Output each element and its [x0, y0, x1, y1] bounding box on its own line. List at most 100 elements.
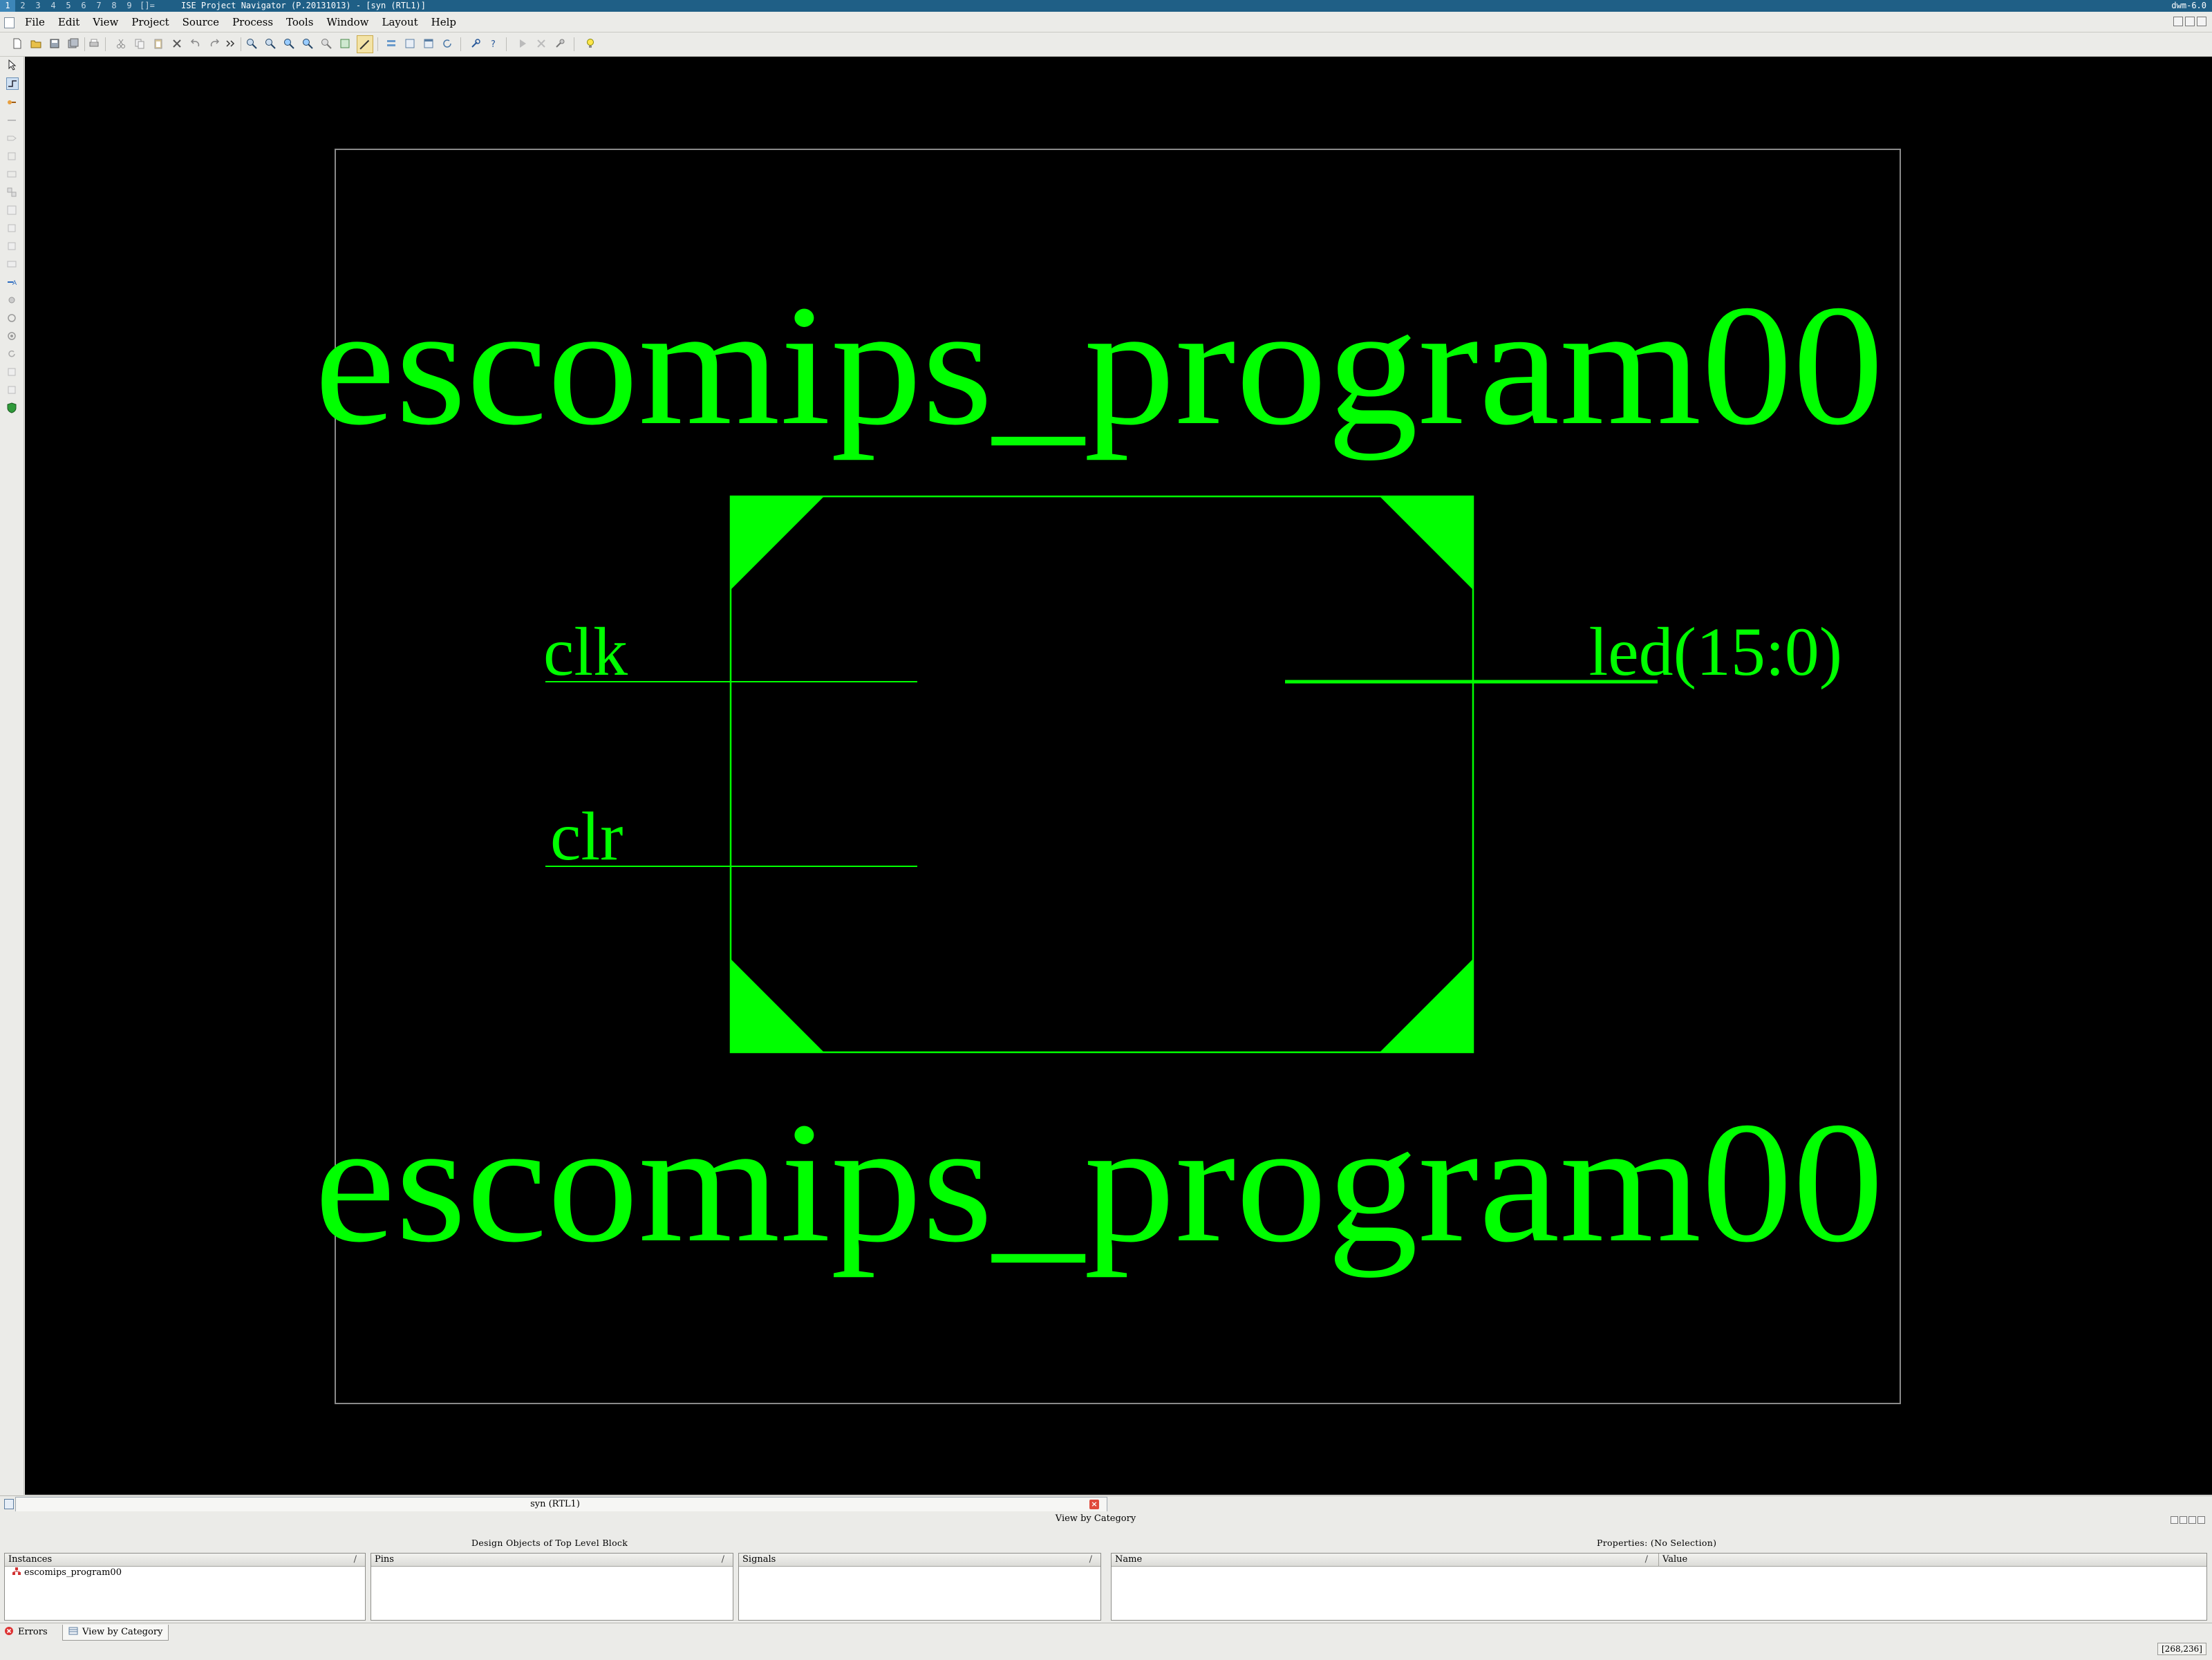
hierarchy-icon[interactable] — [386, 38, 397, 49]
redo-icon[interactable] — [209, 38, 220, 49]
copy-icon[interactable] — [134, 38, 145, 49]
corner-marker-bottom-right — [1380, 959, 1473, 1052]
open-folder-icon[interactable] — [30, 38, 41, 49]
rotate-icon[interactable] — [6, 313, 17, 324]
add-net-icon[interactable] — [6, 97, 17, 108]
workspace-6[interactable]: 6 — [81, 1, 86, 10]
menu-view[interactable]: View — [93, 16, 119, 28]
zoom-in-icon[interactable] — [246, 38, 257, 49]
layout-indicator[interactable]: []= — [140, 1, 155, 10]
print-icon[interactable] — [88, 38, 100, 49]
workspace-4[interactable]: 4 — [50, 1, 56, 10]
workspace-7[interactable]: 7 — [96, 1, 102, 10]
workspace-8[interactable]: 8 — [111, 1, 117, 10]
menu-help[interactable]: Help — [431, 16, 456, 28]
panel-close-icon[interactable] — [2197, 1516, 2205, 1524]
panel-controls — [2171, 1516, 2205, 1524]
add-pin-icon[interactable] — [6, 295, 17, 306]
properties-table[interactable]: Name / Value — [1111, 1553, 2207, 1621]
instances-list[interactable]: Instances/ escomips_program00 — [4, 1553, 366, 1621]
zoom-previous-icon[interactable] — [321, 38, 332, 49]
save-icon[interactable] — [49, 38, 60, 49]
add-wire-icon[interactable] — [6, 77, 19, 90]
pins-list[interactable]: Pins/ — [371, 1553, 733, 1621]
zoom-selected-icon[interactable] — [339, 38, 350, 49]
list-item[interactable]: escomips_program00 — [5, 1567, 365, 1578]
help-pointer-icon[interactable]: ? — [489, 38, 500, 49]
close-tab-icon[interactable]: × — [1089, 1500, 1099, 1509]
panel-float-icon[interactable] — [2180, 1516, 2187, 1524]
add-port-icon[interactable]: A — [6, 277, 17, 288]
instances-header[interactable]: Instances/ — [5, 1554, 365, 1567]
properties-tool-icon[interactable] — [470, 38, 481, 49]
add-arc-icon[interactable] — [6, 259, 17, 270]
tab-syn-rtl1[interactable]: syn (RTL1) × — [15, 1497, 1107, 1513]
save-all-icon[interactable] — [68, 38, 79, 49]
restore-icon[interactable] — [2185, 17, 2195, 26]
delete-icon[interactable] — [171, 38, 182, 49]
menu-window[interactable]: Window — [326, 16, 369, 28]
window-controls — [2173, 17, 2206, 26]
symbol-body[interactable] — [729, 495, 1474, 1054]
add-circle-icon[interactable] — [6, 241, 17, 252]
panel-maximize-icon[interactable] — [2188, 1516, 2196, 1524]
undo-icon[interactable] — [190, 38, 201, 49]
lightbulb-icon[interactable] — [585, 38, 596, 49]
menu-file[interactable]: File — [25, 16, 45, 28]
menu-tools[interactable]: Tools — [286, 16, 314, 28]
zoom-out-icon[interactable] — [265, 38, 276, 49]
ungroup-icon[interactable] — [6, 384, 17, 395]
stop-icon[interactable] — [536, 38, 547, 49]
implement-icon[interactable] — [554, 38, 565, 49]
select-arrow-icon[interactable] — [6, 59, 17, 71]
refresh-icon[interactable] — [442, 38, 453, 49]
schematic-canvas[interactable]: escomips_program00 clk clr led(15:0) esc… — [25, 57, 2212, 1495]
add-io-marker-icon[interactable] — [6, 133, 17, 144]
shield-check-icon[interactable] — [6, 402, 17, 413]
zoom-fit-icon[interactable] — [283, 38, 294, 49]
sort-icon: / — [353, 1554, 357, 1565]
workspace-1[interactable]: 1 — [0, 0, 15, 12]
panel-minimize-icon[interactable] — [2171, 1516, 2178, 1524]
pop-up-icon[interactable] — [423, 38, 434, 49]
zoom-area-icon[interactable] — [302, 38, 313, 49]
add-line-icon[interactable] — [6, 205, 17, 216]
schematic-drawing: escomips_program00 clk clr led(15:0) esc… — [315, 149, 1901, 1404]
svg-text:A: A — [12, 280, 17, 287]
add-bus-tap-icon[interactable] — [6, 115, 17, 126]
add-rectangle-icon[interactable] — [6, 223, 17, 234]
menu-process[interactable]: Process — [232, 16, 274, 28]
push-into-icon[interactable] — [404, 38, 415, 49]
add-symbol-icon[interactable] — [6, 151, 17, 162]
close-icon[interactable] — [2197, 17, 2206, 26]
workspace-2[interactable]: 2 — [20, 1, 26, 10]
undo-rotate-icon[interactable] — [6, 348, 17, 360]
signals-list[interactable]: Signals/ — [738, 1553, 1101, 1621]
pin-label-clr: clr — [550, 798, 623, 875]
cut-icon[interactable] — [115, 38, 126, 49]
workspace-5[interactable]: 5 — [66, 1, 71, 10]
more-tools-icon[interactable] — [225, 38, 236, 49]
run-icon[interactable] — [517, 38, 528, 49]
menu-source[interactable]: Source — [182, 16, 220, 28]
workspace-3[interactable]: 3 — [35, 1, 41, 10]
signals-header[interactable]: Signals/ — [739, 1554, 1100, 1567]
pins-header[interactable]: Pins/ — [371, 1554, 733, 1567]
tab-view-by-category[interactable]: View by Category — [62, 1625, 169, 1641]
menu-project[interactable]: Project — [131, 16, 169, 28]
workspace-9[interactable]: 9 — [126, 1, 132, 10]
corner-marker-top-left — [731, 496, 824, 590]
menu-layout[interactable]: Layout — [382, 16, 418, 28]
minimize-icon[interactable] — [2173, 17, 2183, 26]
column-header-name[interactable]: Name — [1115, 1554, 1143, 1565]
column-header-value[interactable]: Value — [1658, 1554, 1687, 1566]
add-shape-icon[interactable] — [6, 187, 17, 198]
add-text-icon[interactable] — [6, 169, 17, 180]
tab-errors[interactable]: Errors — [4, 1625, 48, 1640]
paste-icon[interactable] — [153, 38, 164, 49]
new-file-icon[interactable] — [12, 38, 23, 49]
group-icon[interactable] — [6, 366, 17, 377]
menu-edit[interactable]: Edit — [57, 16, 80, 28]
mirror-icon[interactable] — [6, 330, 17, 342]
select-mode-toggle-icon[interactable] — [357, 35, 373, 53]
